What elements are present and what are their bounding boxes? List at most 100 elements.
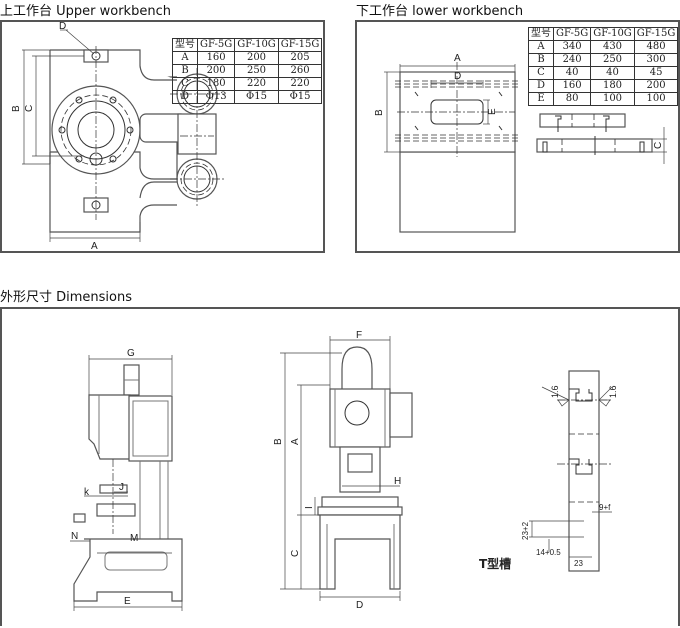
header-cell: GF-15G (633, 27, 679, 41)
lower-workbench-title: 下工作台 lower workbench (356, 4, 524, 19)
tslot-dim-14: 14+0.5 (536, 548, 561, 557)
tslot-dim-23: 23 (574, 559, 583, 568)
upper-workbench-title: 上工作台 Upper workbench (0, 4, 171, 19)
lower-label-d: D (454, 71, 461, 82)
header-cell: GF-5G (196, 38, 236, 52)
tslot-detail: 1.6 1.6 9+f 23+2 14+0.5 23 (521, 370, 618, 572)
header-cell: 型号 (528, 27, 554, 41)
table-cell: 300 (633, 53, 679, 67)
front-flywheel (344, 400, 370, 426)
front-head (329, 388, 391, 448)
lower-workbench-drawing: A D B E C (374, 53, 667, 233)
table-cell: 200 (234, 51, 279, 65)
table-cell: 240 (552, 53, 592, 67)
side-label-m: M (130, 533, 138, 544)
table-cell: C (172, 77, 198, 91)
roughness-right-label: 1.6 (608, 385, 618, 398)
front-label-a: A (290, 438, 301, 445)
front-label-b: B (273, 438, 284, 445)
upper-label-b: B (11, 105, 22, 112)
table-cell: B (528, 53, 554, 67)
table-cell: 430 (590, 40, 635, 54)
table-cell: 220 (234, 77, 279, 91)
table-cell: 260 (277, 64, 323, 78)
table-cell: 340 (552, 40, 592, 54)
lower-plate-plan (399, 151, 516, 233)
tslot-dim-9: 9+f (599, 503, 611, 512)
side-view: G J k N M E (70, 348, 183, 611)
table-cell: 45 (633, 66, 679, 80)
front-label-h: H (394, 476, 401, 487)
table-cell: 480 (633, 40, 679, 54)
side-label-j: J (119, 482, 124, 493)
table-cell: E (528, 92, 554, 106)
header-cell: GF-15G (277, 38, 323, 52)
table-cell: 160 (196, 51, 236, 65)
table-cell: D (528, 79, 554, 93)
table-cell: 40 (552, 66, 592, 80)
lower-side-view-top (539, 113, 626, 128)
table-cell: D (172, 90, 198, 104)
table-cell: 205 (277, 51, 323, 65)
table-cell: 100 (590, 92, 635, 106)
lower-label-b: B (374, 109, 385, 116)
upper-label-d: D (59, 21, 66, 32)
header-cell: GF-10G (590, 27, 635, 41)
side-control-box (128, 395, 173, 462)
upper-label-c: C (24, 105, 35, 112)
table-cell: B (172, 64, 198, 78)
table-header-row: 型号 GF-5G GF-10G GF-15G (172, 38, 323, 52)
table-cell: Φ15 (277, 90, 323, 104)
lower-label-a: A (454, 53, 461, 64)
front-dome (341, 346, 373, 389)
table-header-row: 型号 GF-5G GF-10G GF-15G (528, 27, 679, 41)
table-cell: 200 (633, 79, 679, 93)
tslot-title: T型槽 (479, 557, 512, 571)
table-cell: 160 (552, 79, 592, 93)
side-label-e: E (124, 596, 131, 607)
header-cell: GF-5G (552, 27, 592, 41)
dimensions-drawing: G J k N M E (70, 330, 618, 611)
side-label-g: G (127, 348, 135, 359)
front-base (319, 514, 401, 590)
front-label-c: C (290, 550, 301, 557)
front-label-i: I (304, 506, 315, 509)
table-cell: 200 (196, 64, 236, 78)
table-cell: 100 (633, 92, 679, 106)
front-label-d: D (356, 600, 363, 611)
lower-label-e: E (487, 108, 498, 115)
table-cell: 180 (590, 79, 635, 93)
table-cell: Φ15 (234, 90, 279, 104)
table-cell: 80 (552, 92, 592, 106)
dimensions-panel: G J k N M E (0, 307, 680, 626)
tslot-dim-23v: 23+2 (521, 521, 530, 540)
table-cell: 40 (590, 66, 635, 80)
upper-ring-bottom (176, 158, 218, 200)
dimensions-title: 外形尺寸 Dimensions (0, 290, 133, 305)
table-cell: A (172, 51, 198, 65)
table-cell: Φ13 (196, 90, 236, 104)
table-cell: 180 (196, 77, 236, 91)
header-cell: 型号 (172, 38, 198, 52)
table-cell: A (528, 40, 554, 54)
table-cell: 220 (277, 77, 323, 91)
table-cell: 250 (234, 64, 279, 78)
lower-label-c: C (653, 142, 664, 149)
roughness-left-label: 1.6 (550, 385, 560, 398)
header-cell: GF-10G (234, 38, 279, 52)
side-label-n: N (71, 531, 78, 542)
tslot-bar (568, 370, 600, 572)
table-cell: 250 (590, 53, 635, 67)
front-label-f: F (356, 330, 362, 341)
table-cell: C (528, 66, 554, 80)
